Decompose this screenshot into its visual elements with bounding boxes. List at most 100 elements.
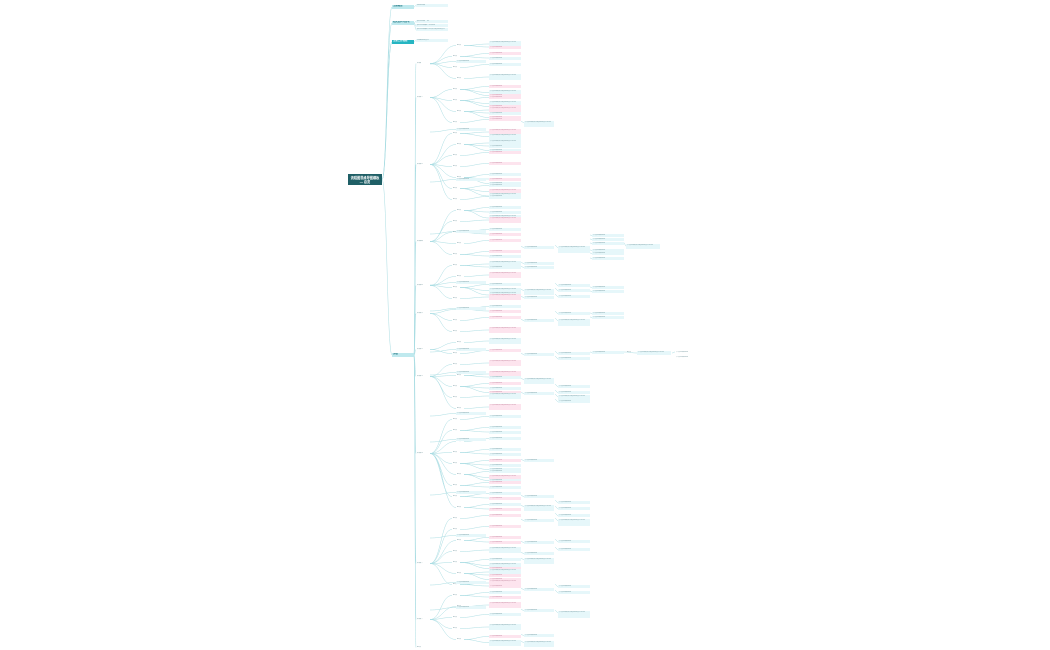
tag-node[interactable]: 要点 — [457, 539, 462, 542]
leaf-node[interactable]: 节点内容说明 — [489, 52, 521, 55]
detail-node[interactable]: 节点内容较长的说明文字示例 — [558, 246, 590, 253]
leaf-node[interactable]: 节点内容说明 — [489, 375, 521, 379]
leaf-node[interactable]: 节点内容说明 — [489, 468, 521, 471]
leaf-node[interactable]: 节点内容较长的说明文字示例 — [489, 287, 521, 294]
tag-node[interactable]: 要点 — [453, 253, 458, 256]
tag-node[interactable]: 要点 — [453, 484, 458, 487]
leaf-node[interactable]: 节点内容说明 — [489, 250, 521, 253]
detail-node[interactable]: 节点内容说明 — [558, 357, 590, 360]
section-topic[interactable]: 阶段四 — [417, 240, 424, 243]
root-topic[interactable]: 流程图思维导图模板 — 总览 — [348, 174, 382, 185]
tag-node[interactable]: 要点 — [453, 187, 458, 190]
leaf-node[interactable]: 节点内容较长的说明文字示例 — [489, 639, 521, 646]
tag-node[interactable]: 要点 — [453, 319, 458, 322]
leaf-node[interactable]: 节点内容说明 — [489, 85, 521, 88]
section-topic[interactable]: 阶段二 — [417, 96, 424, 99]
tag-node[interactable]: 要点 — [453, 594, 458, 597]
tag-node[interactable]: 要点 — [457, 473, 462, 476]
tag-node[interactable]: 要点 — [457, 374, 462, 377]
leaf-node[interactable]: 节点内容说明 — [489, 613, 521, 616]
branch-note[interactable]: 参考内容一条 — [416, 20, 448, 24]
detail-node[interactable]: 节点内容说明 — [524, 266, 554, 269]
detail-node[interactable]: 节点内容较长的说明文字示例 — [524, 641, 554, 647]
leaf-node[interactable]: 节点内容说明 — [489, 558, 521, 561]
leaf-node[interactable]: 节点内容较长的说明文字示例 — [489, 107, 521, 113]
leaf-node[interactable]: 节点内容说明 — [489, 177, 521, 181]
mid-node[interactable]: 节点内容说明 — [456, 581, 486, 584]
tag-node[interactable]: 要点 — [453, 385, 458, 388]
mid-node[interactable]: 节点内容说明 — [456, 230, 486, 233]
tag-node[interactable]: 要点 — [457, 572, 462, 575]
detail-node[interactable]: 节点内容说明 — [524, 609, 554, 612]
mid-node[interactable]: 节点内容说明 — [456, 606, 486, 609]
detail-node[interactable]: 节点内容较长的说明文字示例 — [524, 121, 554, 127]
leaf-node[interactable]: 节点内容较长的说明文字示例 — [489, 371, 521, 377]
leaf-node[interactable]: 节点内容说明 — [489, 173, 521, 176]
leaf-node[interactable]: 节点内容说明 — [489, 595, 521, 599]
branch-topic[interactable]: 主题概述 — [392, 5, 414, 9]
detail-node[interactable]: 节点内容说明 — [558, 585, 590, 588]
tag-node[interactable]: 要点 — [453, 330, 458, 333]
detail-node[interactable]: 节点内容说明 — [592, 257, 624, 260]
tag-node[interactable]: 要点 — [453, 264, 458, 267]
leaf-node[interactable]: 节点内容较长的说明文字示例 — [489, 393, 521, 399]
far-node[interactable]: 节点内容较长的说明文字示例 — [626, 244, 660, 249]
leaf-node[interactable]: 节点内容说明 — [489, 206, 521, 209]
far-node[interactable]: 节点内容说明 — [676, 356, 689, 359]
branch-note[interactable]: 参考内容第三条较长的说明文字 — [416, 28, 448, 32]
leaf-node[interactable]: 节点内容说明 — [489, 591, 521, 594]
section-topic[interactable]: 阶段五 — [417, 284, 424, 287]
tag-node[interactable]: 要点 — [457, 77, 462, 80]
detail-node[interactable]: 节点内容说明 — [558, 400, 590, 403]
detail-node[interactable]: 节点内容说明 — [592, 234, 624, 237]
leaf-node[interactable]: 节点内容说明 — [489, 239, 521, 242]
tag-node[interactable]: 要点 — [453, 99, 458, 102]
mid-node[interactable]: 节点内容说明 — [456, 281, 486, 284]
leaf-node[interactable]: 节点内容说明 — [489, 452, 521, 456]
mid-node[interactable]: 节点内容说明 — [456, 438, 486, 441]
leaf-node[interactable]: 节点内容说明 — [489, 492, 521, 495]
leaf-node[interactable]: 节点内容说明 — [489, 536, 521, 539]
detail-node[interactable]: 节点内容说明 — [558, 507, 590, 510]
tag-node[interactable]: 要点 — [453, 495, 458, 498]
detail-node[interactable]: 节点内容说明 — [524, 459, 554, 462]
leaf-node[interactable]: 节点内容说明 — [489, 540, 521, 544]
detail-node[interactable]: 节点内容说明 — [592, 316, 624, 319]
leaf-node[interactable]: 节点内容较长的说明文字示例 — [489, 261, 521, 267]
tag-node[interactable]: 要点 — [453, 418, 458, 421]
detail-node[interactable]: 节点内容较长的说明文字示例 — [524, 505, 554, 511]
detail-node[interactable]: 节点内容说明 — [592, 242, 624, 245]
detail-node[interactable]: 节点内容说明 — [524, 262, 554, 265]
leaf-node[interactable]: 节点内容说明 — [489, 45, 521, 49]
leaf-node[interactable]: 节点内容说明 — [489, 316, 521, 319]
leaf-node[interactable]: 节点内容说明 — [489, 195, 521, 198]
detail-node[interactable]: 节点内容较长的说明文字示例 — [558, 611, 590, 618]
leaf-node[interactable]: 节点内容说明 — [489, 210, 521, 214]
leaf-node[interactable]: 节点内容说明 — [489, 485, 521, 489]
tag-node[interactable]: 要点 — [453, 231, 458, 234]
section-topic[interactable]: 阶段三 — [417, 163, 424, 166]
leaf-node[interactable]: 节点内容说明 — [489, 503, 521, 506]
detail-node[interactable]: 节点内容较长的说明文字示例 — [558, 395, 590, 402]
tag-node[interactable]: 要点 — [627, 351, 632, 354]
detail-node[interactable]: 节点内容说明 — [592, 238, 624, 241]
detail-node[interactable]: 节点内容说明 — [558, 391, 590, 394]
section-topic[interactable]: 阶段七 — [417, 348, 424, 351]
detail-node[interactable]: 节点内容说明 — [592, 286, 624, 289]
leaf-node[interactable]: 节点内容较长的说明文字示例 — [489, 547, 521, 553]
tag-node[interactable]: 要点 — [453, 66, 458, 69]
far-node[interactable]: 节点内容较长的说明文字示例 — [637, 351, 671, 355]
detail-node[interactable]: 节点内容说明 — [524, 353, 554, 356]
leaf-node[interactable]: 节点内容说明 — [489, 426, 521, 429]
detail-node[interactable]: 节点内容说明 — [592, 351, 624, 354]
tag-node[interactable]: 要点 — [453, 220, 458, 223]
leaf-node[interactable]: 节点内容较长的说明文字示例 — [489, 41, 521, 47]
detail-node[interactable]: 节点内容说明 — [524, 246, 554, 249]
branch-note[interactable]: 流程说明文字 — [416, 39, 448, 43]
leaf-node[interactable]: 节点内容说明 — [489, 635, 521, 638]
detail-node[interactable]: 节点内容说明 — [558, 385, 590, 388]
tag-node[interactable]: 要点 — [453, 550, 458, 553]
leaf-node[interactable]: 节点内容说明 — [489, 283, 521, 286]
leaf-node[interactable]: 节点内容较长的说明文字示例 — [489, 327, 521, 333]
detail-node[interactable]: 节点内容说明 — [524, 495, 554, 498]
